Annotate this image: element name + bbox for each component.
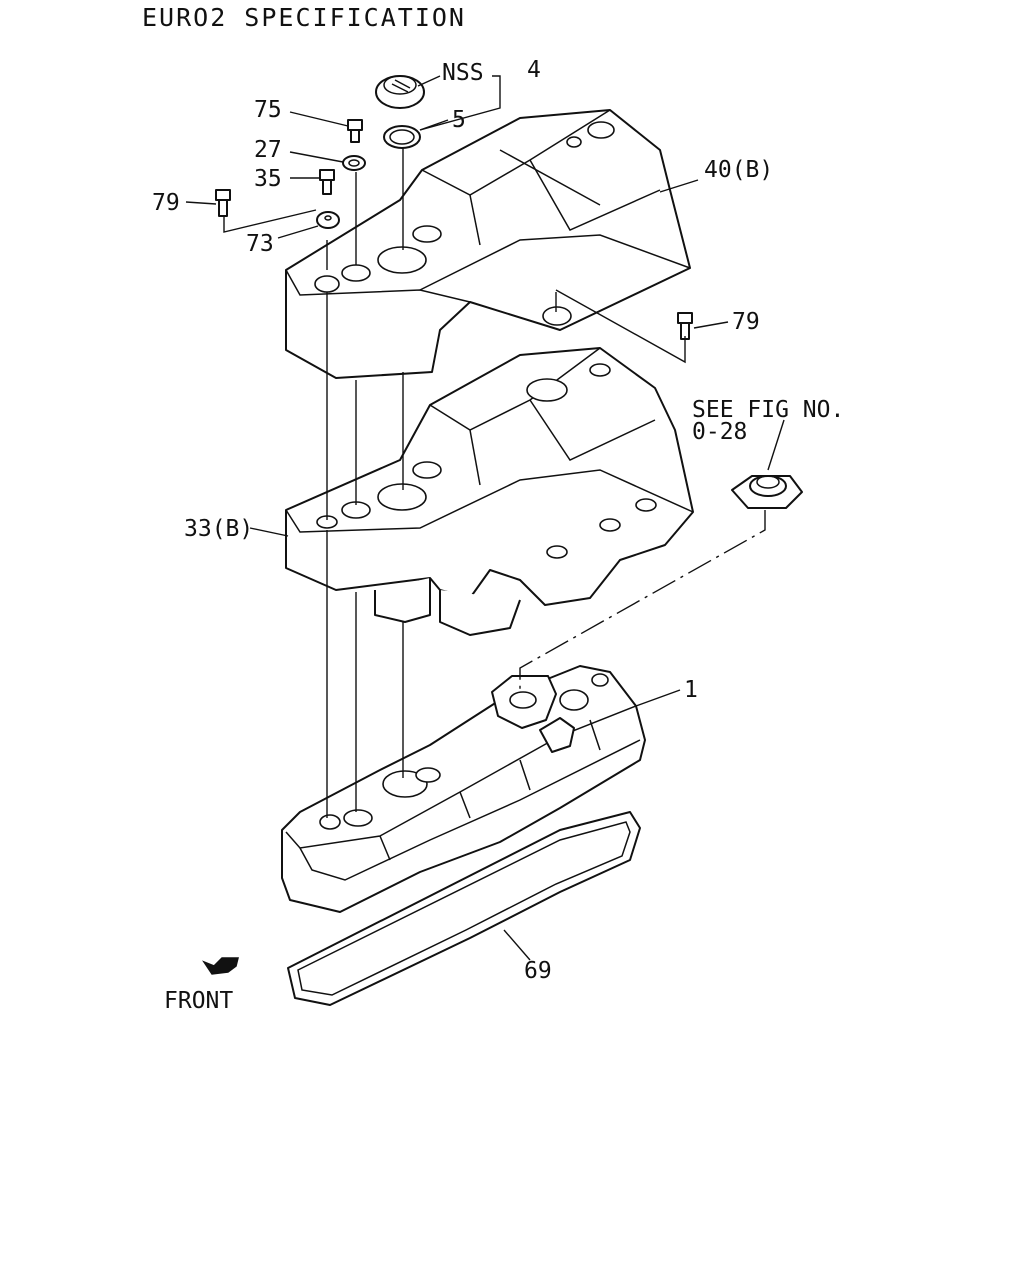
part-1-head-cover bbox=[281, 665, 646, 913]
callout-79-right: 79 bbox=[732, 309, 760, 335]
part-73-washer bbox=[316, 211, 340, 229]
callout-leaders bbox=[185, 75, 785, 961]
callout-73: 73 bbox=[246, 231, 274, 257]
part-35-bolt bbox=[319, 169, 335, 195]
part-40b-upper-cover bbox=[285, 109, 691, 379]
see-fig-label-line1: SEE FIG NO. bbox=[692, 397, 844, 423]
part-69-gasket bbox=[287, 811, 641, 1006]
callout-79-left: 79 bbox=[152, 190, 180, 216]
part-5-o-ring bbox=[383, 125, 421, 149]
callout-33b: 33(B) bbox=[184, 516, 253, 542]
diagram-title: EURO2 SPECIFICATION bbox=[142, 3, 466, 32]
part-33b-lower-insulator bbox=[285, 347, 694, 636]
callout-75: 75 bbox=[254, 97, 282, 123]
callout-69: 69 bbox=[524, 958, 552, 984]
callout-nss: NSS bbox=[442, 60, 484, 86]
part-79-bolt-right bbox=[677, 312, 693, 340]
front-arrow-icon bbox=[202, 957, 239, 975]
callout-4: 4 bbox=[527, 57, 541, 83]
assembly-lines bbox=[223, 148, 766, 818]
callout-1: 1 bbox=[684, 677, 698, 703]
part-breather-valve bbox=[731, 475, 803, 509]
see-fig-label-line2: 0-28 bbox=[692, 419, 747, 445]
callout-5: 5 bbox=[452, 107, 466, 133]
front-label: FRONT bbox=[164, 988, 233, 1014]
callout-35: 35 bbox=[254, 166, 282, 192]
part-75-bolt bbox=[347, 119, 363, 143]
part-79-bolt-left bbox=[215, 189, 231, 217]
part-27-grommet bbox=[342, 155, 366, 171]
callout-40b: 40(B) bbox=[704, 157, 773, 183]
callout-27: 27 bbox=[254, 137, 282, 163]
part-4-oil-cap bbox=[375, 75, 425, 109]
